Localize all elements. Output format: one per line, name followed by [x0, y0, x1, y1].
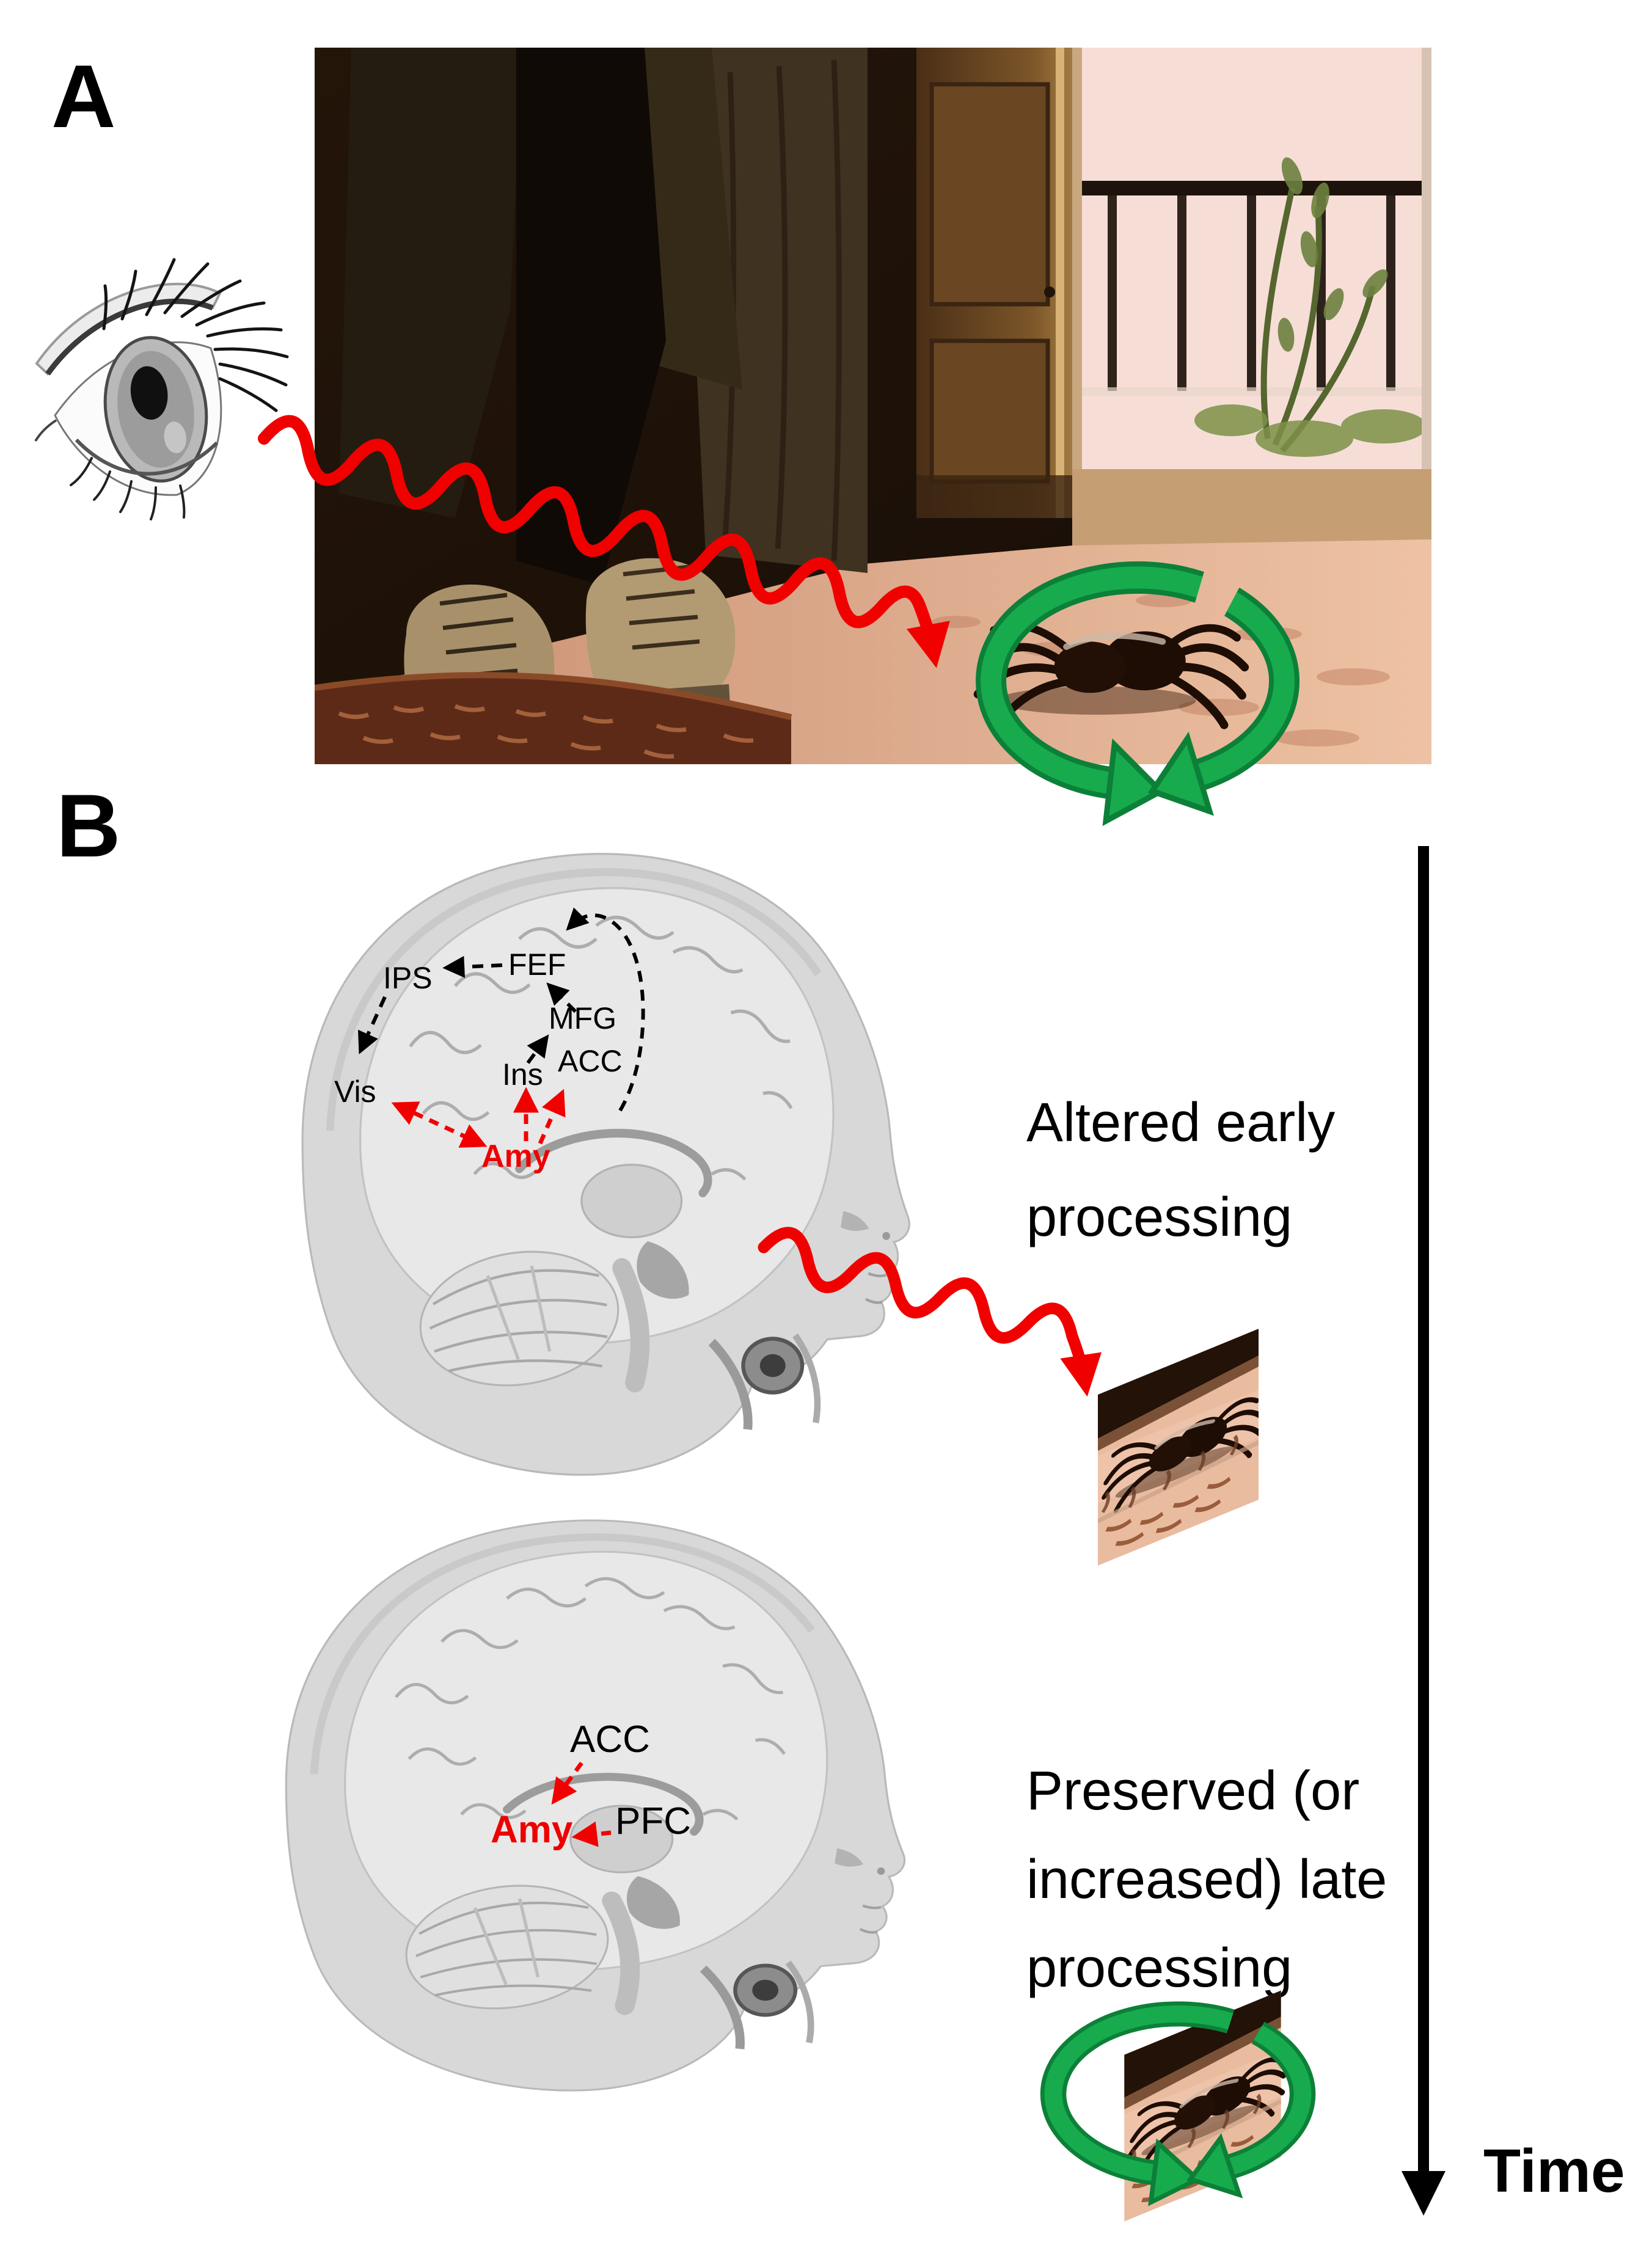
svg-text:processing: processing: [1026, 1938, 1292, 1999]
rug: [315, 672, 792, 764]
region-label-acc-bottom: ACC: [570, 1718, 650, 1761]
cabinet: [916, 48, 1072, 518]
top-brain-red-connections: [391, 1087, 566, 1148]
region-label-vis: Vis: [334, 1075, 376, 1109]
time-arrow: [1402, 846, 1446, 2216]
brain-top: [302, 854, 909, 1475]
region-label-ips: IPS: [383, 961, 433, 995]
svg-text:Preserved (or: Preserved (or: [1026, 1761, 1359, 1822]
time-label: Time: [1483, 2137, 1625, 2205]
panel-b-label: B: [56, 776, 120, 875]
panel-a-label: A: [51, 46, 115, 146]
plant: [1194, 157, 1427, 457]
region-label-amy-top: Amy: [481, 1139, 550, 1174]
svg-text:increased) late: increased) late: [1026, 1849, 1387, 1910]
region-label-acc: ACC: [558, 1044, 623, 1078]
red-wavy-arrow-early-icon: [758, 1227, 1102, 1397]
spider-card-early: [1098, 1327, 1262, 1566]
red-wavy-arrow-icon: [258, 415, 950, 668]
bottom-brain-red-connections: [551, 1761, 612, 1847]
region-label-pfc: PFC: [615, 1800, 691, 1842]
region-label-mfg: MFG: [549, 1001, 616, 1035]
region-label-ins: Ins: [502, 1057, 543, 1092]
region-label-amy-bottom: Amy: [491, 1809, 573, 1851]
region-label-fef: FEF: [508, 947, 566, 982]
brain-bottom: [286, 1520, 904, 2090]
eye-sketch-icon: [34, 258, 289, 520]
movie-frame-photo: [315, 48, 1431, 764]
svg-text:processing: processing: [1026, 1187, 1292, 1248]
top-brain-black-connections: [357, 907, 645, 1112]
caption-preserved-late: Preserved (or increased) late processing: [1026, 1761, 1387, 1999]
svg-text:Altered early: Altered early: [1026, 1092, 1335, 1153]
caption-altered-early: Altered early processing: [1026, 1092, 1335, 1248]
